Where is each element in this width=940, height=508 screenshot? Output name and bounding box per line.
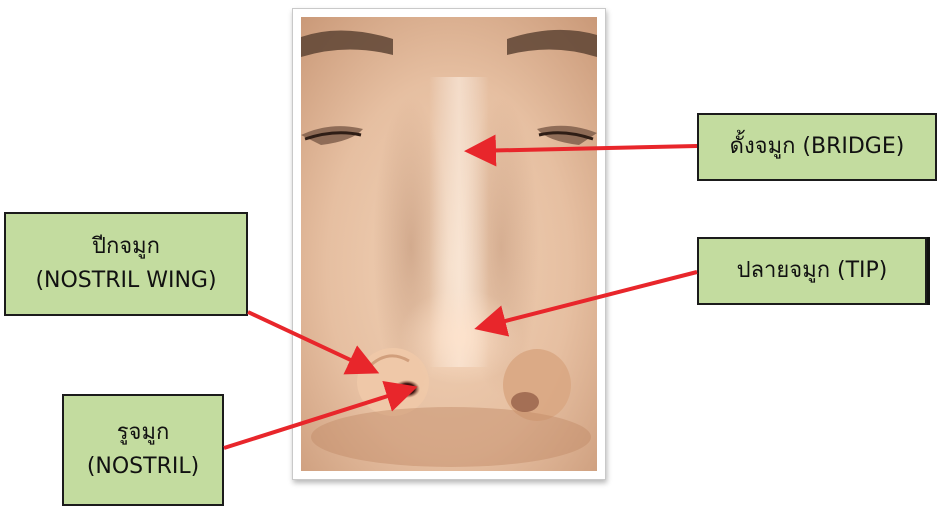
label-bridge: ดั้งจมูก (BRIDGE) <box>697 113 937 181</box>
label-tip-edge <box>927 237 930 305</box>
label-nostril-wing-english: (NOSTRIL WING) <box>35 264 216 298</box>
label-nostril-wing: ปีกจมูก (NOSTRIL WING) <box>4 212 248 316</box>
nose-photo <box>301 17 597 471</box>
nose-photo-frame <box>292 8 606 480</box>
label-tip-text: ปลายจมูก (TIP) <box>737 254 888 288</box>
label-nostril: รูจมูก (NOSTRIL) <box>62 394 224 506</box>
label-bridge-text: ดั้งจมูก (BRIDGE) <box>730 130 905 164</box>
label-nostril-wing-thai: ปีกจมูก <box>92 230 160 264</box>
label-nostril-english: (NOSTRIL) <box>87 450 199 484</box>
label-nostril-thai: รูจมูก <box>117 416 170 450</box>
label-tip: ปลายจมูก (TIP) <box>697 237 927 305</box>
nose-photo-illustration <box>301 17 597 471</box>
